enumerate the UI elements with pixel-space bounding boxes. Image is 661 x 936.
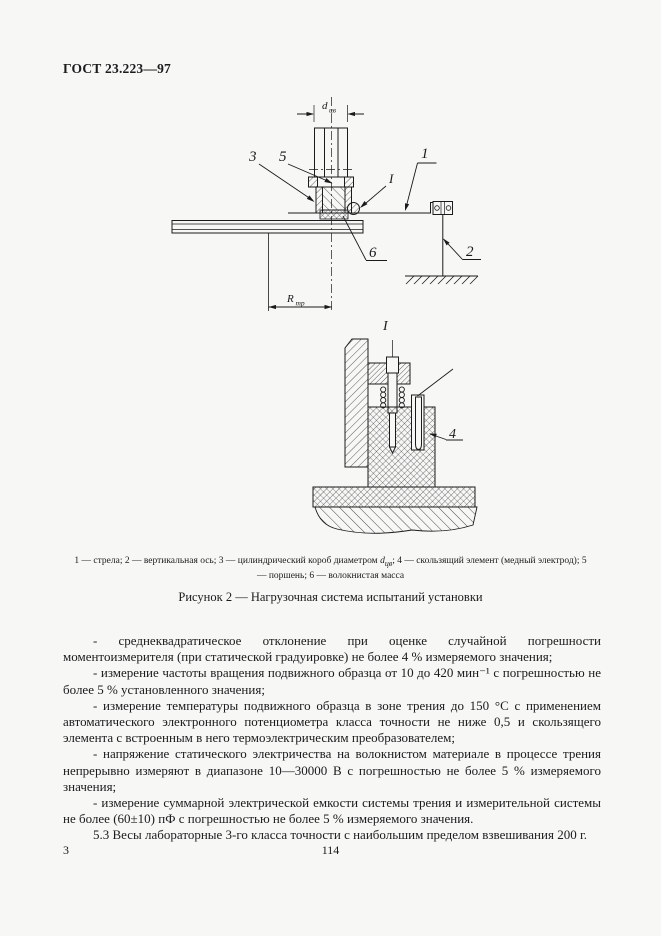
piston-cap bbox=[308, 176, 354, 188]
detail-view-lines bbox=[312, 338, 478, 534]
dim-radius-subscript: тр bbox=[296, 299, 305, 308]
label-part-6: 6 bbox=[369, 245, 377, 261]
electrode-wire bbox=[417, 368, 454, 397]
leader-lines bbox=[258, 162, 481, 261]
label-part-1: 1 bbox=[421, 146, 429, 162]
page-number-left: 3 bbox=[63, 843, 69, 857]
piston bbox=[322, 186, 346, 211]
fibrous-mass-block bbox=[367, 406, 436, 488]
figure-caption: Рисунок 2 — Нагрузочная система испытани… bbox=[178, 590, 483, 604]
label-part-5: 5 bbox=[279, 149, 287, 165]
body-text: - среднеквадратическое отклонение при оц… bbox=[63, 633, 601, 844]
ground-mass bbox=[314, 506, 478, 534]
ground-hatch bbox=[405, 275, 479, 285]
rotating-disc bbox=[171, 220, 364, 311]
dim-diameter-subscript: цв bbox=[329, 106, 337, 115]
sliding-electrode bbox=[411, 368, 454, 451]
legend-text-before: 1 — стрела; 2 — вертикальная ось; 3 — ци… bbox=[74, 556, 381, 566]
document-header: ГОСТ 23.223—97 bbox=[63, 61, 171, 76]
legend-diameter-symbol: d bbox=[380, 556, 385, 566]
diameter-dimension bbox=[297, 105, 364, 122]
detail-view-svg: I 4 bbox=[312, 319, 478, 534]
body-paragraph: - измерение суммарной электрической емко… bbox=[63, 795, 601, 827]
detail-roller bbox=[347, 202, 360, 215]
label-part-4: 4 bbox=[449, 427, 456, 442]
body-paragraph: 5.3 Весы лабораторные 3-го класса точнос… bbox=[93, 827, 588, 843]
figure-legend: 1 — стрела; 2 — вертикальная ось; 3 — ци… bbox=[72, 555, 589, 583]
legend-diameter-subscript: цв bbox=[384, 558, 393, 568]
body-paragraph: - измерение температуры подвижного образ… bbox=[63, 697, 601, 746]
main-diagram-lines bbox=[171, 97, 481, 312]
label-part-3: 3 bbox=[248, 149, 257, 165]
radius-dimension bbox=[268, 304, 332, 310]
body-paragraph: - напряжение статического электричества … bbox=[63, 746, 601, 794]
dim-diameter-symbol: d bbox=[322, 100, 328, 112]
support-block bbox=[344, 338, 369, 468]
contact-screw bbox=[386, 340, 399, 414]
page-number-center: 114 bbox=[321, 843, 340, 857]
body-paragraph: - измерение частоты вращения подвижного … bbox=[63, 665, 601, 697]
label-part-2: 2 bbox=[466, 244, 474, 260]
contact-pin-lower bbox=[388, 412, 397, 455]
body-paragraph: - среднеквадратическое отклонение при оц… bbox=[63, 633, 601, 665]
dim-radius-symbol: R bbox=[286, 293, 294, 305]
detail-marker-label: I bbox=[388, 171, 394, 186]
leader-lines bbox=[429, 433, 463, 441]
main-diagram-svg: 3 5 1 I 6 2 d цв R тр bbox=[171, 97, 481, 312]
legend-text-after: ; 4 — скользящий элемент (медный электро… bbox=[256, 556, 587, 582]
arm bbox=[288, 201, 453, 215]
vertical-axis bbox=[405, 214, 479, 285]
detail-view-title: I bbox=[382, 319, 389, 334]
base-slab bbox=[312, 486, 476, 508]
fibrous-mass bbox=[319, 209, 349, 220]
